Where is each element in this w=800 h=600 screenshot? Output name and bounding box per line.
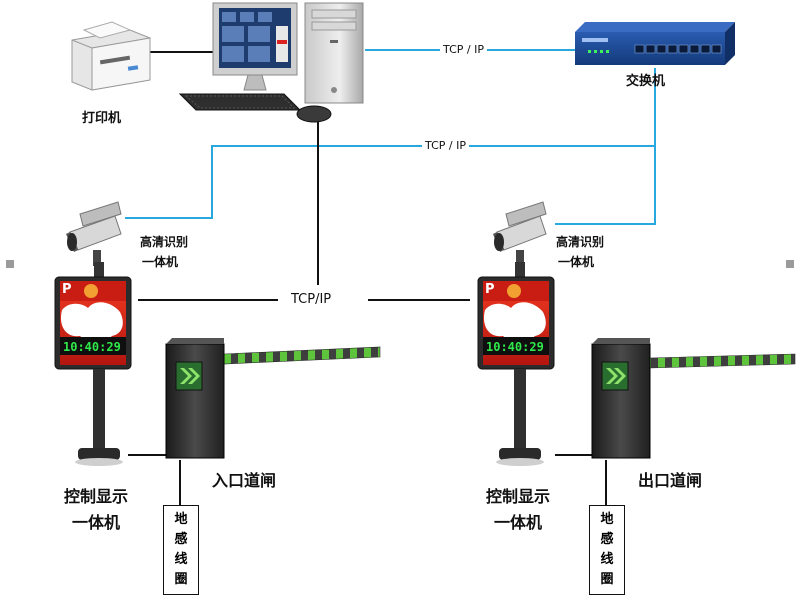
left-loop-detector-label: 地感线圈 bbox=[163, 505, 199, 595]
protocol-label-cameras: TCP / IP bbox=[422, 139, 469, 152]
left-camera-display-unit bbox=[54, 201, 132, 466]
arrow-icon bbox=[180, 368, 200, 384]
wires bbox=[128, 51, 607, 505]
printer-icon bbox=[71, 21, 151, 91]
right-parking-mark: P bbox=[485, 282, 495, 297]
computer-icon bbox=[178, 2, 364, 123]
right-display-label: 控制显示 一体机 bbox=[485, 487, 550, 532]
entry-gate-label: 入口道闸 bbox=[212, 471, 277, 490]
edge-marker bbox=[786, 260, 794, 268]
link-switch-left-camera bbox=[125, 68, 656, 219]
switch-label: 交换机 bbox=[626, 74, 666, 89]
edge-marker bbox=[6, 260, 14, 268]
barrier-gate-icon bbox=[591, 338, 796, 459]
barrier-gate-icon bbox=[165, 338, 381, 459]
network-switch-icon bbox=[575, 22, 735, 65]
protocol-label-pc-switch: TCP / IP bbox=[440, 43, 487, 56]
left-display-label: 控制显示 一体机 bbox=[63, 487, 128, 532]
camera-icon bbox=[66, 201, 122, 266]
camera-icon bbox=[493, 201, 547, 266]
right-loop-detector-label: 地感线圈 bbox=[589, 505, 625, 595]
left-display-time: 10:40:29 bbox=[63, 340, 121, 354]
arrow-icon bbox=[606, 368, 626, 384]
left-parking-mark: P bbox=[62, 282, 72, 297]
right-camera-label: 高清识别 一体机 bbox=[556, 235, 605, 269]
network-links bbox=[125, 49, 656, 225]
link-switch-right-camera bbox=[555, 146, 656, 225]
right-camera-display-unit bbox=[477, 201, 555, 466]
led-display-icon bbox=[54, 276, 132, 370]
left-camera-label: 高清识别 一体机 bbox=[140, 235, 189, 269]
right-display-time: 10:40:29 bbox=[486, 340, 544, 354]
printer-label: 打印机 bbox=[82, 111, 122, 126]
exit-gate-label: 出口道闸 bbox=[638, 471, 703, 490]
protocol-label-displays: TCP/IP bbox=[288, 292, 335, 307]
led-display-icon bbox=[477, 276, 555, 370]
